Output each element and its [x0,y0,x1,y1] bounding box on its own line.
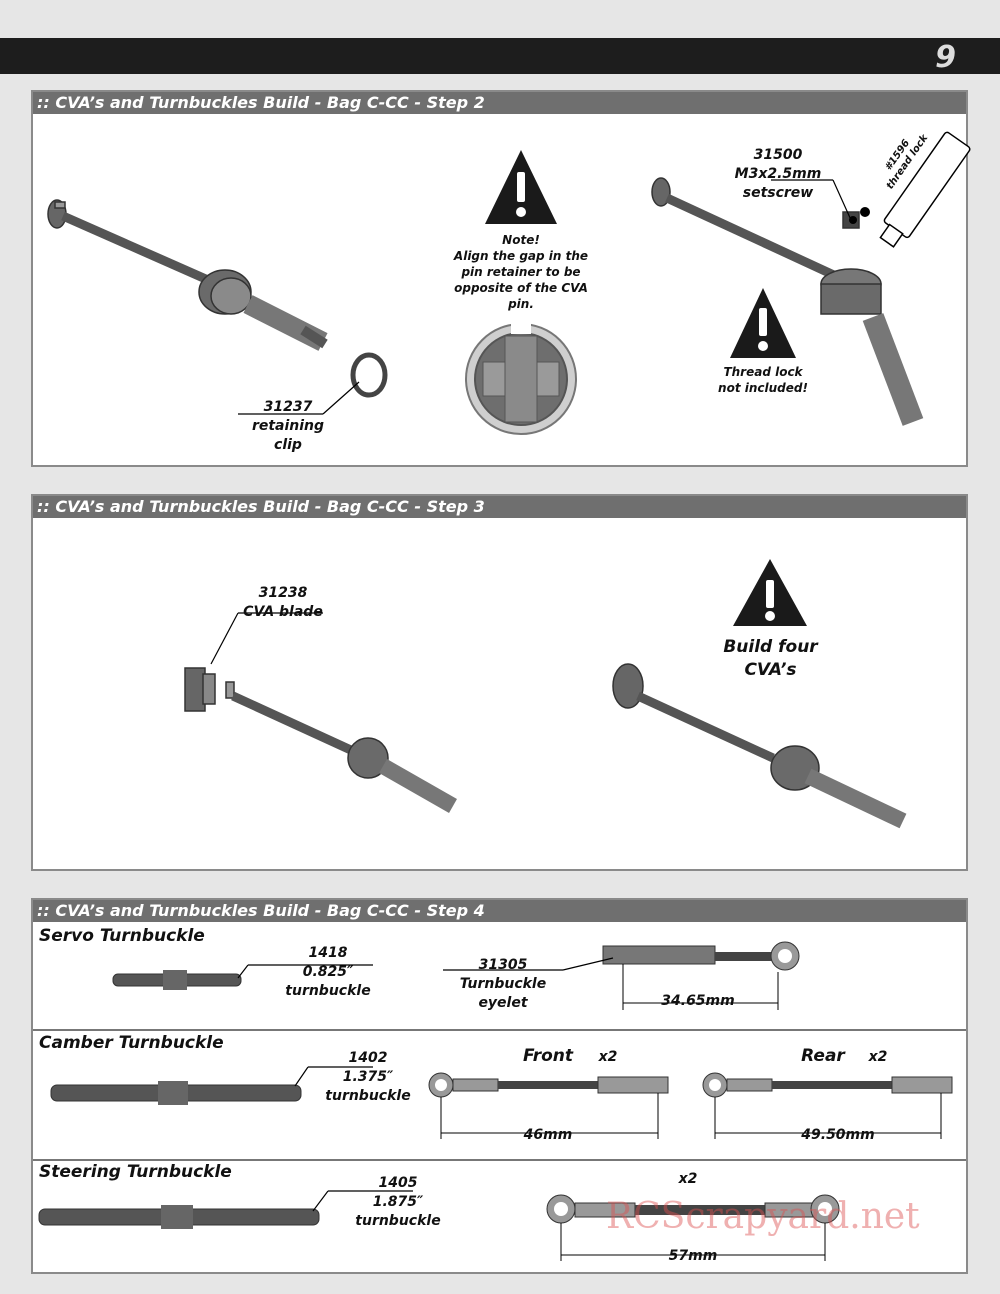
front-length-label: 46mm [523,1127,573,1143]
warning-icon [485,150,557,224]
steering-turnbuckle-title: Steering Turnbuckle [39,1162,232,1182]
watermark: RCScrapyard.net [606,1196,920,1237]
step-4-title: :: CVA’s and Turnbuckles Build - Bag C-C… [33,900,966,922]
cva-assembly-illustration [184,559,907,829]
row-divider [33,1029,966,1031]
row-divider [33,1159,966,1161]
build-four-warning: Build four CVA’s [723,637,818,680]
step-2-panel: :: CVA’s and Turnbuckles Build - Bag C-C… [31,90,971,467]
step-3-title: :: CVA’s and Turnbuckles Build - Bag C-C… [33,496,966,518]
rear-label: Rear [801,1046,845,1066]
top-bar: 9 [0,38,1000,75]
step-4-panel: :: CVA’s and Turnbuckles Build - Bag C-C… [31,898,968,1274]
steering-turnbuckle-illustration [38,1190,840,1261]
thread-lock-warning: Thread lock not included! [718,365,808,395]
servo-turnbuckle-title: Servo Turnbuckle [39,926,205,946]
cva-shaft-illustration [47,131,971,435]
part-1418-label: 1418 0.825″ turnbuckle [285,945,371,999]
camber-turnbuckle-title: Camber Turnbuckle [39,1033,224,1053]
steering-length-label: 57mm [668,1248,718,1264]
front-qty-badge: x2 [598,1049,618,1065]
part-1402-label: 1402 1.375″ turnbuckle [325,1050,411,1104]
part-31237-label: 31237 retaining clip [251,399,325,453]
warning-icon-threadlock [730,288,796,358]
page-number: 9 [935,40,956,75]
part-31238-label: 31238 CVA blade [243,585,323,620]
servo-length-label: 34.65mm [661,993,735,1009]
part-31305-label: 31305 Turnbuckle eyelet [459,957,547,1011]
steering-qty-badge: x2 [678,1171,698,1187]
step-3-panel: :: CVA’s and Turnbuckles Build - Bag C-C… [31,494,968,871]
part-31500-label: 31500 M3x2.5mm setscrew [734,147,822,201]
camber-turnbuckles-illustration [50,1066,953,1139]
warning-icon-build-four [733,559,807,626]
gap-note: Note! Align the gap in the pin retainer … [453,233,589,311]
front-label: Front [522,1046,574,1066]
rear-length-label: 49.50mm [801,1127,875,1143]
turnbuckles-illustration [112,941,800,1010]
step-2-title: :: CVA’s and Turnbuckles Build - Bag C-C… [33,92,966,114]
rear-qty-badge: x2 [868,1049,888,1065]
part-1405-label: 1405 1.875″ turnbuckle [355,1175,441,1229]
